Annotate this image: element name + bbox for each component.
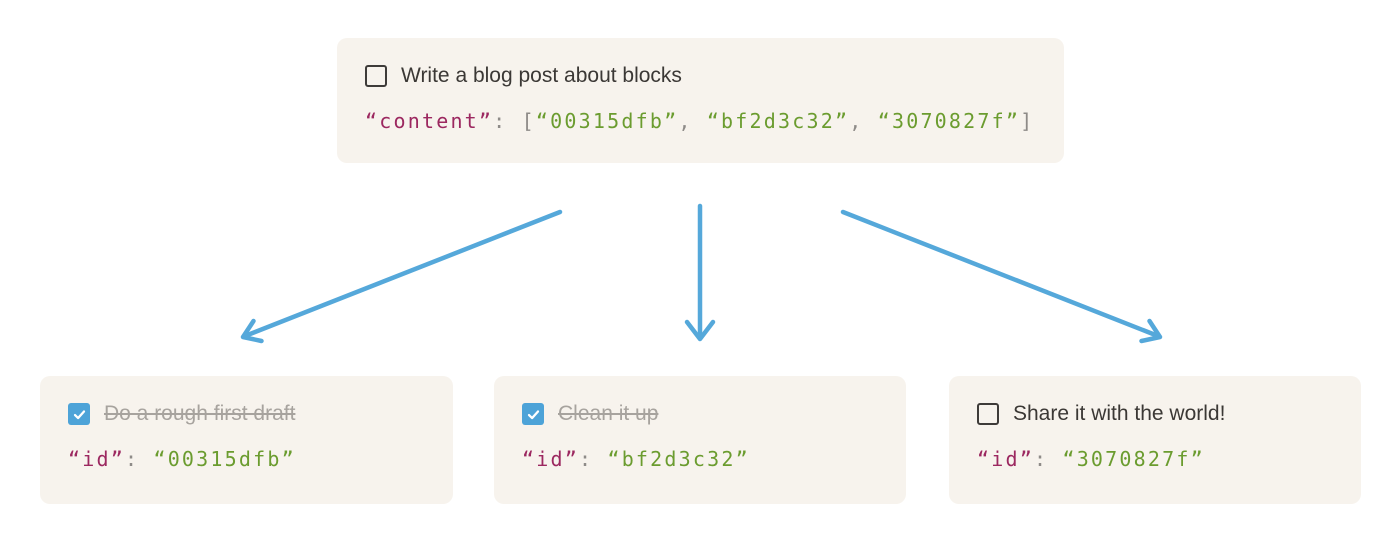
arrow-left [240, 209, 563, 344]
child-title-row: Clean it up [522, 402, 878, 426]
code-id-value: “bf2d3c32” [607, 447, 750, 471]
code-colon: : [493, 109, 522, 133]
code-id-value: “3070827f” [1062, 447, 1205, 471]
todo-title: Clean it up [558, 402, 659, 425]
parent-block-card: Write a blog post about blocks “content”… [337, 38, 1064, 163]
todo-title: Share it with the world! [1013, 402, 1226, 425]
todo-checkbox-checked[interactable] [68, 403, 90, 425]
parent-code-line: “content”: [“00315dfb”, “bf2d3c32”, “307… [365, 108, 1036, 134]
child-block-card-3: Share it with the world! “id”: “3070827f… [949, 376, 1361, 504]
child-code-line: “id”: “bf2d3c32” [522, 446, 878, 472]
code-colon: : [124, 447, 154, 471]
code-separator: , [678, 109, 707, 133]
arrow-right [840, 209, 1163, 344]
todo-title: Do a rough first draft [104, 402, 296, 425]
code-key: “id” [68, 447, 125, 471]
code-bracket-open: [ [521, 109, 536, 133]
code-id-value: “00315dfb” [153, 447, 296, 471]
arrow-center [684, 203, 716, 342]
code-bracket-close: ] [1020, 109, 1035, 133]
checkmark-icon [527, 409, 539, 419]
code-key: “id” [977, 447, 1034, 471]
parent-title-row: Write a blog post about blocks [365, 64, 1036, 88]
todo-title: Write a blog post about blocks [401, 64, 682, 87]
child-code-line: “id”: “3070827f” [977, 446, 1333, 472]
code-id-2: “bf2d3c32” [706, 109, 850, 133]
child-code-line: “id”: “00315dfb” [68, 446, 425, 472]
child-title-row: Share it with the world! [977, 402, 1333, 426]
todo-checkbox-checked[interactable] [522, 403, 544, 425]
todo-checkbox-unchecked[interactable] [365, 65, 387, 87]
code-colon: : [1033, 447, 1063, 471]
child-title-row: Do a rough first draft [68, 402, 425, 426]
todo-checkbox-unchecked[interactable] [977, 403, 999, 425]
code-colon: : [578, 447, 608, 471]
code-id-3: “3070827f” [877, 109, 1021, 133]
child-block-card-1: Do a rough first draft “id”: “00315dfb” [40, 376, 453, 504]
code-key: “id” [522, 447, 579, 471]
code-separator: , [849, 109, 878, 133]
checkmark-icon [73, 409, 85, 419]
child-block-card-2: Clean it up “id”: “bf2d3c32” [494, 376, 906, 504]
code-key: “content” [365, 109, 494, 133]
code-id-1: “00315dfb” [535, 109, 679, 133]
